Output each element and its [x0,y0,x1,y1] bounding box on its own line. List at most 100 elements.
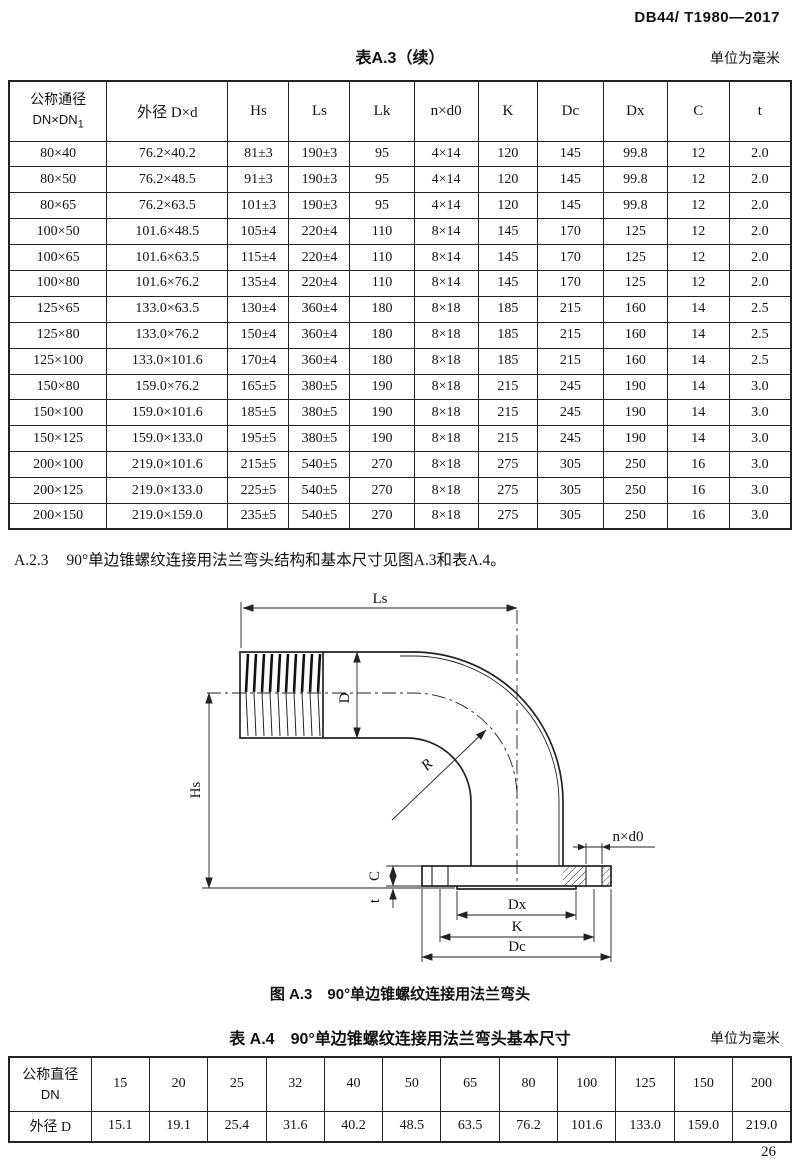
dim-label-k: K [512,919,523,935]
table-a3-cell: 540±5 [288,451,351,479]
table-a3-cell: 190 [349,399,415,427]
table-a3-cell: 305 [537,451,604,479]
dim-label-hs: Hs [188,782,204,799]
table-a3-cell: 8×14 [413,244,479,271]
figure-a3-caption: 图 A.3 90°单边锥螺纹连接用法兰弯头 [269,986,531,1003]
table-a3-cell: 120 [477,140,539,168]
table-a3-cell: 180 [349,295,415,323]
table-a3-cell: 219.0×133.0 [106,477,229,504]
table-a3-cell: 14 [666,425,730,453]
figure-a3-diagram: R Ls D Hs C t n×d0 Dx K [188,591,655,962]
table-a3-cell: 133.0×63.5 [106,295,229,323]
table-a3-cell: 99.8 [602,140,668,168]
table-a3-cell: 2.0 [728,269,792,297]
dim-label-ls: Ls [373,591,388,607]
elbow-wall-inner-line [400,655,560,866]
table-a4-cell-d: 25.4 [207,1110,267,1143]
col-header-dn: 公称通径 DN×DN1 [8,80,108,142]
table-a4-cell-dn: 32 [265,1056,325,1112]
flange-bolt-hole-lines [431,866,603,886]
table-a4-cell-d: 76.2 [498,1110,559,1143]
table-a3-cell: 150×125 [8,425,108,453]
table-a3-cell: 360±4 [288,347,351,375]
table-a4-unit-note: 单位为毫米 [710,1032,780,1047]
table-a4-cell-dn: 40 [323,1056,384,1112]
table-a3-cell: 76.2×48.5 [106,166,229,194]
table-a4-cell-dn: 125 [615,1056,675,1112]
table-a3-cell: 2.5 [728,347,792,375]
table-a3-cell: 91±3 [227,166,290,194]
table-a3-cell: 8×18 [413,373,479,401]
thread-block-outline [239,651,324,739]
dim-label-d: D [337,692,353,703]
table-a3-cell: 8×18 [413,347,479,375]
table-a3-cell: 12 [666,218,730,246]
table-a3-cell: 3.0 [728,399,792,427]
table-a3-cell: 12 [666,166,730,194]
table-a3-cell: 125×100 [8,347,108,375]
table-a3-cell: 150×80 [8,373,108,401]
table-a3-cell: 8×18 [413,451,479,479]
table-a3-cell: 190±3 [288,192,351,220]
flange-hatch-right [602,866,611,886]
table-a3-cell: 219.0×101.6 [106,451,229,479]
table-a3-cell: 8×14 [413,269,479,297]
table-a3-cell: 215 [477,373,539,401]
table-a4-header-dn: 公称直径 DN [8,1056,92,1112]
table-a3-cell: 80×65 [8,192,108,220]
table-a3-cell: 380±5 [288,399,351,427]
clause-text: 90°单边锥螺纹连接用法兰弯头结构和基本尺寸见图A.3和表A.4。 [66,552,506,569]
thread-ridges-upper [244,653,322,693]
table-a3-cell: 220±4 [288,244,351,271]
table-a3-cell: 4×14 [413,166,479,194]
table-a3-cell: 250 [602,502,668,530]
col-header-nxd0: n×d0 [413,80,479,142]
elbow-outer-edge [323,651,564,866]
table-a3-cell: 95 [349,166,415,194]
table-a3-cell: 275 [477,502,539,530]
col-header-dc: Dc [537,80,604,142]
table-a3-cell: 145 [477,244,539,271]
table-a3-cell: 245 [537,399,604,427]
table-a3-cell: 145 [537,140,604,168]
table-a3-cell: 270 [349,451,415,479]
table-a3-cell: 125×80 [8,321,108,349]
table-a3-cell: 14 [666,347,730,375]
table-a3-cell: 120 [477,166,539,194]
table-a3-cell: 101±3 [227,192,290,220]
table-a3-cell: 130±4 [227,295,290,323]
table-a3-cell: 170 [537,269,604,297]
table-a3-cell: 8×18 [413,477,479,504]
table-a3-cell: 195±5 [227,425,290,453]
table-a3-cell: 3.0 [728,425,792,453]
table-a3-cell: 245 [537,373,604,401]
table-a3-cell: 12 [666,244,730,271]
table-a4-cell-dn: 50 [382,1056,442,1112]
table-a3-cell: 14 [666,321,730,349]
pipe-centerline [207,692,518,798]
nxd0-arrow-right [602,843,610,851]
table-a3-cell: 4×14 [413,192,479,220]
table-a3-cell: 215 [477,399,539,427]
table-a3-cell: 99.8 [602,192,668,220]
table-a3-cell: 133.0×101.6 [106,347,229,375]
table-a3-cell: 76.2×63.5 [106,192,229,220]
table-a3-cell: 145 [477,218,539,246]
table-a3-cell: 215±5 [227,451,290,479]
table-a4-cell-dn: 65 [440,1056,500,1112]
nxd0-arrow-left [578,843,586,851]
dim-label-r: R [418,756,436,775]
table-a3-cell: 110 [349,269,415,297]
table-a3-cell: 125 [602,244,668,271]
table-a3-cell: 4×14 [413,140,479,168]
table-a3-cell: 540±5 [288,502,351,530]
table-a3-cell: 125 [602,269,668,297]
